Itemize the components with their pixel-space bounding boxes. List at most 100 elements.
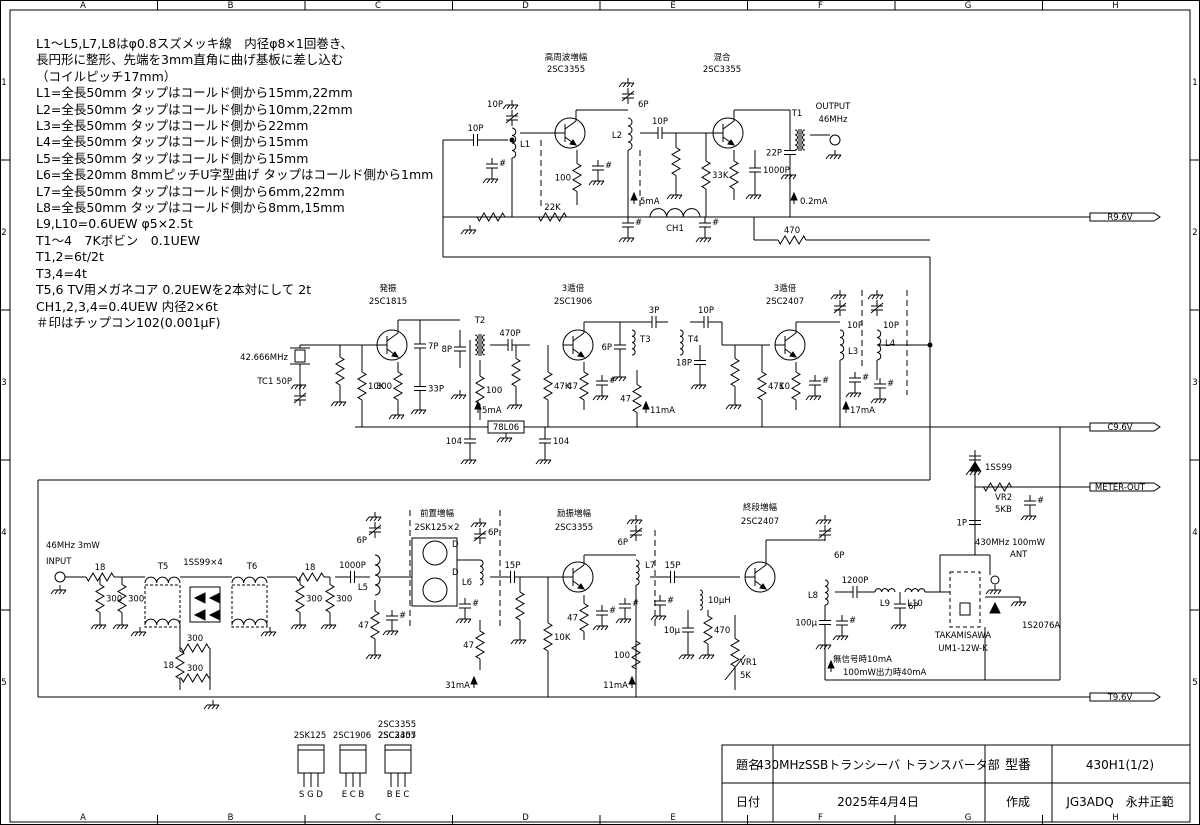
resistor-zigzag (475, 630, 485, 660)
note-line: CH1,2,3,4=0.4UEW 内径2×6t (36, 298, 218, 314)
rail-tag (1089, 692, 1161, 702)
crystal-freq: 42.666MHz (240, 353, 288, 363)
package-part: 2SC1906 (333, 731, 371, 741)
resistor-zigzag (180, 673, 210, 683)
ground-hatch (418, 409, 423, 415)
package-body (339, 744, 367, 774)
ground-symbol (805, 391, 822, 401)
ground-hatch (462, 394, 467, 400)
ground-hatch (870, 398, 875, 404)
chip-cap-mark: # (499, 159, 506, 169)
ground-hatch (207, 704, 212, 710)
coil (474, 334, 478, 356)
ground-symbol (1020, 511, 1037, 521)
resistor-zigzag (475, 375, 485, 405)
resistor-value: 470 (784, 226, 800, 236)
ground-hatch (823, 644, 828, 650)
resistor (701, 133, 711, 217)
note-line: L4=全長50mm タップはコールド側から15mm (36, 134, 309, 150)
ground-hatch (596, 625, 601, 631)
trim-arrow (818, 527, 832, 539)
capacitor-value: 6P (601, 343, 612, 353)
capacitor-value: 22P (766, 149, 782, 159)
input-jack (54, 571, 66, 583)
ground-hatch (510, 639, 515, 645)
ground-hatch (592, 625, 597, 631)
ground-symbol (618, 233, 635, 243)
coil-label: L1 (520, 140, 530, 150)
ground-hatch (710, 654, 715, 660)
resistor (325, 577, 335, 620)
capacitor (784, 135, 796, 170)
trim-arrow (833, 302, 847, 314)
ground-hatch (630, 237, 635, 243)
capacitor (969, 450, 981, 466)
pot-label: VR2 (995, 493, 1012, 503)
row-marker: 4 (1, 528, 6, 538)
capacitor (335, 571, 370, 583)
ground-hatch (630, 82, 635, 88)
resistor (543, 577, 553, 697)
col-marker: H (1112, 1, 1118, 11)
stage-part: 2SC3355 (555, 523, 593, 533)
ground-symbol (867, 290, 884, 300)
ground-hatch (324, 624, 329, 630)
fet-upper (422, 540, 448, 566)
resistor (754, 235, 830, 245)
coil-winding (474, 334, 478, 356)
resistor-zigzag (543, 622, 553, 652)
diode-symbol (208, 592, 221, 604)
current-arrow (628, 675, 636, 685)
col-marker: F (818, 1, 823, 11)
ground-symbol (965, 466, 982, 476)
capacitor (414, 372, 426, 405)
ground-hatch (698, 654, 703, 660)
ground-hatch (1028, 515, 1033, 521)
resistor-zigzag (511, 358, 521, 387)
ground-hatch (478, 522, 483, 528)
resistor-value: 300 (336, 595, 352, 605)
resistor-zigzag (538, 212, 567, 222)
ground-hatch (365, 654, 370, 660)
ground-hatch (1024, 515, 1029, 521)
resistor (791, 362, 801, 410)
ground-hatch (490, 178, 495, 184)
inner-border (9, 9, 1191, 823)
ground-hatch (729, 404, 734, 410)
package-body (297, 744, 325, 774)
ground-hatch (543, 459, 548, 465)
ground-hatch (468, 229, 473, 235)
emitter-arrow (577, 351, 585, 358)
resistor (335, 345, 345, 397)
ground-symbol (460, 225, 477, 235)
junction-dot (509, 137, 515, 143)
ground-hatch (699, 237, 704, 243)
coil (699, 589, 703, 611)
coil-label: L5 (358, 583, 368, 593)
ground-hatch (1032, 515, 1037, 521)
note-line: ＃印はチップコン102(0.001μF) (36, 314, 221, 330)
current-arrow (470, 675, 478, 685)
ground-symbol (830, 290, 847, 300)
resistor-value: 47 (567, 382, 578, 392)
resistor (475, 620, 485, 670)
ground-hatch (592, 395, 597, 401)
ground-hatch (547, 459, 552, 465)
note-line: T1～4 7Kボビン 0.1UEW (36, 232, 200, 248)
ground-hatch (450, 394, 455, 400)
cap-value: 6P (834, 551, 845, 561)
relay-coil (959, 602, 971, 616)
secondary-winding (482, 334, 486, 356)
capacitor (490, 339, 530, 351)
resistor (117, 577, 127, 620)
transistor-collector (572, 564, 585, 574)
vr1-arrow (724, 654, 746, 681)
ant-label: ANT (1010, 550, 1028, 560)
ground-hatch (455, 618, 460, 624)
ground-hatch (827, 644, 832, 650)
capacitor (871, 300, 883, 316)
resistor-zigzag (631, 640, 641, 670)
capacitor (294, 390, 306, 406)
rail-tag-box (1089, 212, 1161, 222)
ground-hatch (871, 294, 876, 300)
